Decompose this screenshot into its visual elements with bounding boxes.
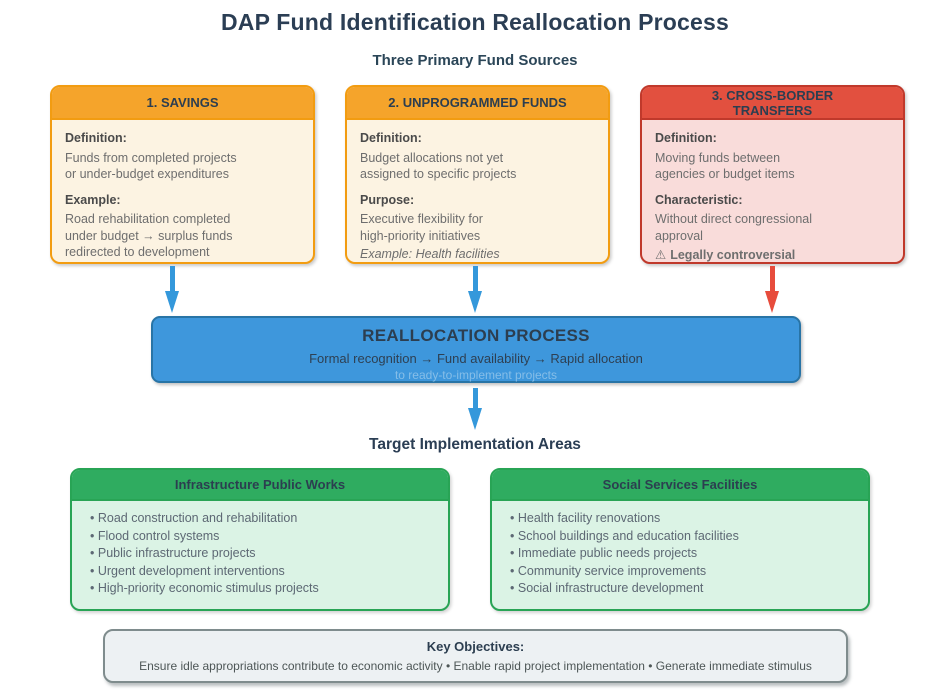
cross-border-transfers-card-body: Definition: Moving funds between agencie… [642,120,903,262]
list-item: High-priority economic stimulus projects [90,580,430,598]
arrow-stem [472,388,478,408]
key-objectives-text: Ensure idle appropriations contribute to… [139,659,812,673]
page-title: DAP Fund Identification Reallocation Pro… [220,9,730,35]
arrow-stem [769,266,775,291]
process-flow-text: Formal recognition → Fund availability →… [309,351,643,366]
list-item: Social infrastructure development [510,580,850,598]
warning-icon: ⚠ [655,248,667,262]
arrow-stem [169,266,175,291]
arrow-stem [472,266,478,291]
unprogrammed-funds-card-header: 2. UNPROGRAMMED FUNDS [347,87,608,120]
cross-border-transfers-card: 3. CROSS-BORDER TRANSFERS Definition: Mo… [640,85,905,264]
example-text: Road rehabilitation completed under budg… [65,212,233,259]
process-title: REALLOCATION PROCESS [362,326,590,345]
sources-heading: Three Primary Fund Sources [372,52,578,69]
arrow-head-icon [165,291,179,313]
example-label: Example: [65,192,121,207]
warning-note: ⚠Legally controversial [655,247,890,262]
characteristic-text: Without direct congressional approval [655,212,813,243]
infrastructure-public-works-card: Infrastructure Public Works Road constru… [70,468,450,611]
purpose-label: Purpose: [360,192,415,207]
definition-text: Moving funds between agencies or budget … [655,150,795,182]
definition-text: Funds from completed projects or under-b… [65,150,237,182]
arrow-head-icon [765,291,779,313]
infrastructure-item-list: Road construction and rehabilitationFloo… [72,501,448,598]
flow-arrow-savings [164,266,180,313]
target-areas-heading: Target Implementation Areas [369,436,581,453]
example-note: Example: Health facilities [360,247,500,261]
definition-text: Budget allocations not yet assigned to s… [360,150,517,182]
flow-arrow-to-targets [467,388,483,430]
definition-label: Definition: [655,131,717,145]
list-item: Community service improvements [510,563,850,581]
definition-label: Definition: [65,131,127,145]
unprogrammed-funds-card: 2. UNPROGRAMMED FUNDS Definition: Budget… [345,85,610,264]
list-item: School buildings and education facilitie… [510,528,850,546]
list-item: Public infrastructure projects [90,545,430,563]
key-objectives-box: Key Objectives: Ensure idle appropriatio… [103,629,848,683]
savings-card-body: Definition: Funds from completed project… [52,120,313,261]
list-item: Immediate public needs projects [510,545,850,563]
list-item: Flood control systems [90,528,430,546]
social-services-facilities-card: Social Services Facilities Health facili… [490,468,870,611]
characteristic-label: Characteristic: [655,192,743,207]
cross-border-transfers-card-header: 3. CROSS-BORDER TRANSFERS [642,87,903,120]
infrastructure-card-header: Infrastructure Public Works [72,470,448,501]
savings-card: 1. SAVINGS Definition: Funds from comple… [50,85,315,264]
reallocation-process-box: REALLOCATION PROCESS Formal recognition … [151,316,801,383]
process-flow-note: to ready-to-implement projects [394,368,558,382]
warning-text: Legally controversial [670,248,796,262]
social-services-card-header: Social Services Facilities [492,470,868,501]
list-item: Urgent development interventions [90,563,430,581]
unprogrammed-funds-card-body: Definition: Budget allocations not yet a… [347,120,608,262]
list-item: Health facility renovations [510,510,850,528]
definition-label: Definition: [360,131,422,145]
flow-arrow-unprogrammed [467,266,483,313]
purpose-text: Executive flexibility for high-priority … [360,212,483,243]
arrow-head-icon [468,291,482,313]
list-item: Road construction and rehabilitation [90,510,430,528]
savings-card-header: 1. SAVINGS [52,87,313,120]
arrow-head-icon [468,408,482,430]
flow-arrow-cross-border [764,266,780,313]
social-services-item-list: Health facility renovationsSchool buildi… [492,501,868,598]
key-objectives-label: Key Objectives: [426,639,525,654]
